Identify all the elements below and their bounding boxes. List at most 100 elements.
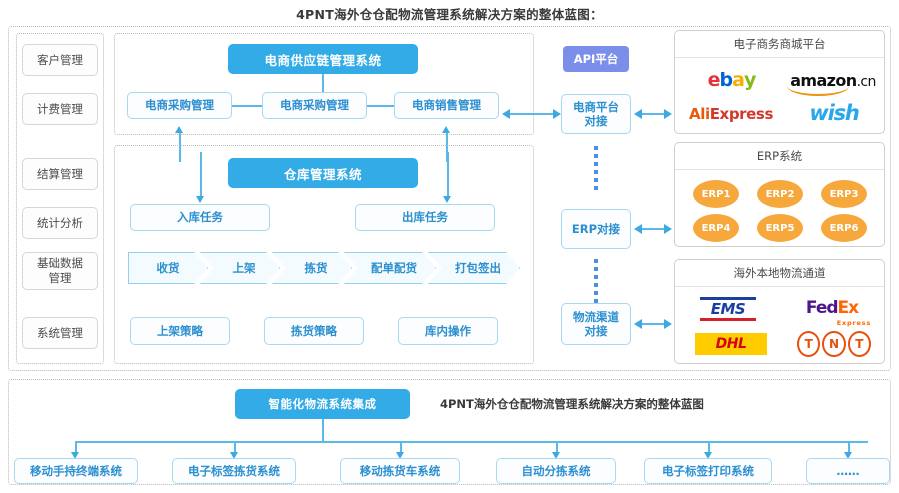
connector-warehouse-to-purchase: [179, 132, 181, 162]
connector-drop-3: [400, 441, 402, 454]
sidebar-item-billing[interactable]: 计费管理: [22, 93, 98, 125]
process-step-label: 打包签出: [455, 261, 501, 275]
page-title: 4PNT海外仓仓配物流管理系统解决方案的整体蓝图：: [296, 7, 603, 22]
node-ecommerce-purchase-1[interactable]: 电商采购管理: [127, 92, 232, 119]
process-step-label: 配单配货: [371, 261, 417, 275]
connector-adapter-to-logistics-card: [640, 323, 670, 325]
bottom-header-label: 智能化物流系统集成: [268, 397, 377, 411]
process-step-label: 收货: [156, 261, 180, 275]
node-label: 电商采购管理: [145, 98, 214, 113]
process-step-sort-allocate[interactable]: 配单配货: [344, 252, 436, 284]
bottom-system-etag-printing[interactable]: 电子标签打印系统: [644, 458, 772, 484]
erp-label: ERP6: [829, 222, 859, 234]
arrow-down-icon: [196, 196, 204, 203]
node-erp-adapter[interactable]: ERP对接: [561, 209, 631, 249]
connector-drop-1: [75, 441, 77, 454]
arrow-right-icon: [664, 224, 672, 234]
node-label: 物流渠道 对接: [573, 309, 619, 338]
arrow-right-icon: [664, 109, 672, 119]
card-title: 海外本地物流通道: [675, 260, 884, 287]
bottom-header: 智能化物流系统集成: [235, 389, 410, 419]
erp-item-1[interactable]: ERP1: [693, 180, 739, 208]
erp-item-2[interactable]: ERP2: [757, 180, 803, 208]
process-step-label: 上架: [232, 261, 256, 275]
node-in-warehouse-operation[interactable]: 库内操作: [398, 317, 498, 345]
node-ecommerce-sales[interactable]: 电商销售管理: [394, 92, 499, 119]
sidebar-item-system[interactable]: 系统管理: [22, 317, 98, 349]
bottom-system-etag-picking[interactable]: 电子标签拣货系统: [172, 458, 296, 484]
supply-chain-frame: [114, 33, 534, 135]
warehouse-frame: [114, 145, 534, 364]
node-label: 移动拣货车系统: [359, 463, 441, 478]
connector-to-outbound: [447, 152, 449, 198]
node-label: 自动分拣系统: [521, 463, 591, 478]
node-outbound-task[interactable]: 出库任务: [355, 204, 495, 231]
node-ecommerce-platform-adapter[interactable]: 电商平台 对接: [561, 94, 631, 134]
process-step-pack-out[interactable]: 打包签出: [428, 252, 520, 284]
arrow-down-icon: [443, 196, 451, 203]
amazon-logo: amazon.cn: [785, 68, 881, 96]
arrow-right-icon: [664, 319, 672, 329]
erp-item-3[interactable]: ERP3: [821, 180, 867, 208]
node-label: 电子标签打印系统: [662, 463, 754, 478]
arrow-left-icon: [634, 109, 642, 119]
process-step-label: 拣货: [304, 261, 328, 275]
connector-to-inbound: [200, 152, 202, 198]
erp-item-4[interactable]: ERP4: [693, 214, 739, 242]
sidebar-item-label: 系统管理: [37, 325, 83, 340]
card-title: ERP系统: [675, 143, 884, 170]
top-region-frame: [8, 26, 891, 371]
warehouse-header-label: 仓库管理系统: [283, 166, 362, 182]
node-label: 电子标签拣货系统: [188, 463, 280, 478]
connector-bottom-bus: [75, 441, 868, 443]
arrow-down-icon: [704, 452, 712, 459]
sidebar-item-statistics[interactable]: 统计分析: [22, 207, 98, 239]
erp-label: ERP5: [765, 222, 795, 234]
sidebar-item-label: 结算管理: [37, 166, 83, 181]
sidebar-item-settlement[interactable]: 结算管理: [22, 158, 98, 190]
connector-drop-6: [848, 441, 850, 454]
node-label: ……: [836, 463, 860, 478]
node-label: 移动手持终端系统: [30, 463, 122, 478]
node-picking-strategy[interactable]: 拣货策略: [264, 317, 364, 345]
arrow-down-icon: [552, 452, 560, 459]
sidebar-item-basic-data[interactable]: 基础数据 管理: [22, 252, 98, 290]
erp-item-5[interactable]: ERP5: [757, 214, 803, 242]
bottom-system-handheld[interactable]: 移动手持终端系统: [14, 458, 138, 484]
arrow-down-icon: [230, 452, 238, 459]
bottom-system-more[interactable]: ……: [806, 458, 890, 484]
connector-supply-header-stem: [322, 74, 324, 92]
arrow-down-icon: [844, 452, 852, 459]
node-logistics-channel-adapter[interactable]: 物流渠道 对接: [561, 303, 631, 345]
node-label: 上架策略: [157, 323, 203, 338]
connector-drop-4: [556, 441, 558, 454]
erp-label: ERP1: [701, 188, 731, 200]
connector-purchase-link-2: [367, 105, 394, 107]
erp-label: ERP2: [765, 188, 795, 200]
sidebar-item-label: 基础数据 管理: [37, 256, 83, 285]
node-inbound-task[interactable]: 入库任务: [130, 204, 270, 231]
node-label: 库内操作: [425, 323, 471, 338]
connector-drop-2: [234, 441, 236, 454]
erp-item-6[interactable]: ERP6: [821, 214, 867, 242]
dhl-logo: DHL: [695, 333, 767, 355]
node-label: ERP对接: [571, 221, 621, 236]
arrow-left-icon: [634, 224, 642, 234]
connector-dots-1: [594, 146, 598, 190]
sidebar-item-customer[interactable]: 客户管理: [22, 44, 98, 76]
arrow-left-icon: [634, 319, 642, 329]
arrow-up-icon: [442, 126, 450, 133]
arrow-left-icon: [502, 109, 510, 119]
bottom-system-picking-cart[interactable]: 移动拣货车系统: [340, 458, 460, 484]
node-label: 电商平台 对接: [573, 99, 619, 128]
api-platform-header: API平台: [563, 46, 629, 72]
node-putaway-strategy[interactable]: 上架策略: [130, 317, 230, 345]
node-ecommerce-purchase-2[interactable]: 电商采购管理: [262, 92, 367, 119]
bottom-system-auto-sorting[interactable]: 自动分拣系统: [496, 458, 616, 484]
arrow-right-icon: [553, 109, 561, 119]
arrow-down-icon: [71, 452, 79, 459]
process-step-receive[interactable]: 收货: [128, 252, 208, 284]
